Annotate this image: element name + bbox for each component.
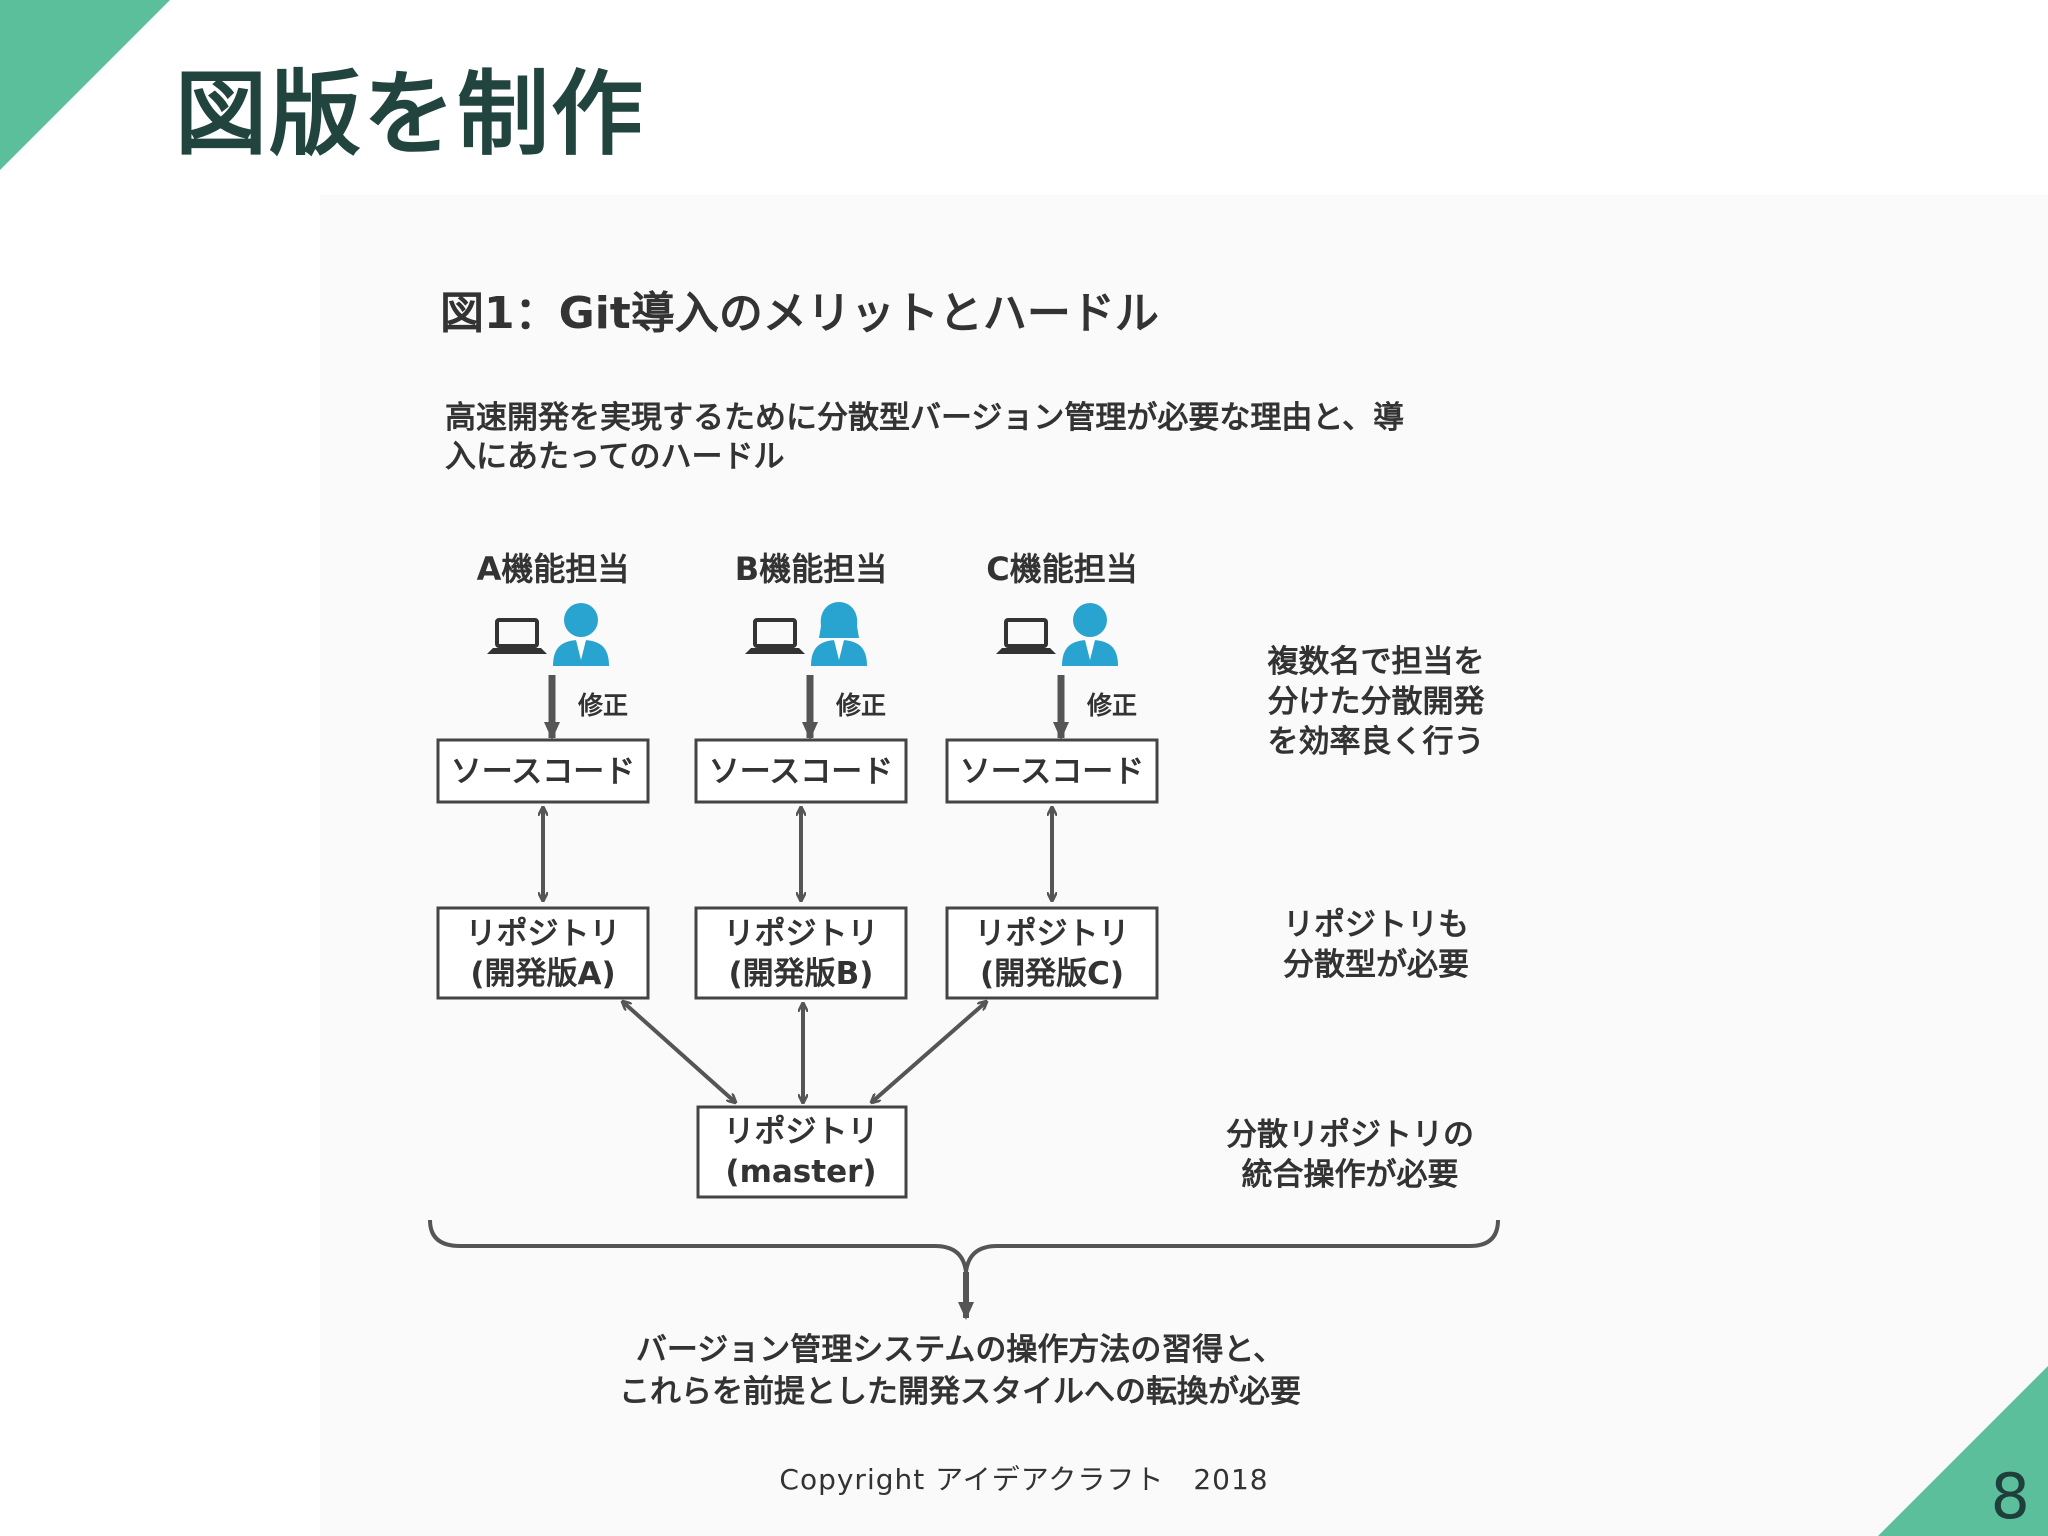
side-note-line: 統合操作が必要: [1242, 1157, 1459, 1193]
source-code-label: ソースコード: [451, 754, 635, 790]
repository-label: (開発版B): [729, 956, 874, 992]
laptop-icon: [745, 618, 805, 654]
repository-label: (開発版C): [980, 956, 1124, 992]
laptop-icon: [487, 618, 547, 654]
repository-label: リポジトリ: [466, 916, 621, 952]
male-user-icon: [1062, 603, 1118, 666]
female-user-icon: [811, 602, 867, 666]
side-note-line: を効率良く行う: [1268, 724, 1485, 760]
source-code-box: [436, 738, 650, 804]
page-title: 図版を制作: [175, 61, 646, 168]
merge-arrow: [872, 1002, 986, 1102]
master-label: (master): [725, 1154, 876, 1190]
figure-panel: [320, 195, 2048, 1536]
side-note-line: 分散型が必要: [1283, 947, 1469, 983]
figure-subtitle-line: 入にあたってのハードル: [445, 439, 784, 475]
curly-brace: [428, 1219, 1500, 1273]
laptop-base: [745, 648, 805, 654]
collar: [576, 640, 586, 660]
collar: [834, 640, 844, 660]
male-user-icon: [553, 603, 609, 666]
laptop-screen: [495, 618, 539, 648]
source-code-box: [694, 738, 908, 804]
side-note-line: 複数名で担当を: [1268, 644, 1485, 680]
source-code-box: [945, 738, 1159, 804]
page-number: 8: [1990, 1460, 2030, 1533]
conclusion-line: バージョン管理システムの操作方法の習得と、: [636, 1332, 1284, 1368]
repository-box: [694, 906, 908, 1000]
side-note-line: 分けた分散開発: [1268, 684, 1486, 720]
laptop-screen: [753, 618, 797, 648]
laptop-base: [996, 648, 1056, 654]
source-code-label: ソースコード: [960, 754, 1144, 790]
copyright-text: Copyright アイデアクラフト 2018: [779, 1463, 1269, 1496]
repository-label: リポジトリ: [724, 916, 879, 952]
laptop-icon: [996, 618, 1056, 654]
laptop-screen: [1004, 618, 1048, 648]
collar: [1085, 640, 1095, 660]
owner-label: C機能担当: [986, 550, 1138, 588]
edit-label: 修正: [835, 691, 886, 720]
merge-arrow: [623, 1002, 735, 1102]
repository-label: (開発版A): [470, 956, 615, 992]
owner-label: B機能担当: [735, 550, 887, 588]
master-repository-box: [696, 1105, 908, 1199]
master-label: リポジトリ: [724, 1114, 879, 1150]
edit-label: 修正: [577, 691, 628, 720]
figure-subtitle-line: 高速開発を実現するために分散型バージョン管理が必要な理由と、導: [445, 400, 1404, 436]
head: [564, 603, 598, 637]
owner-label: A機能担当: [477, 550, 630, 588]
head: [826, 607, 852, 633]
repository-box: [436, 906, 650, 1000]
figure-heading: 図1：Git導入のメリットとハードル: [440, 288, 1159, 339]
corner-decoration-bottom-right: [1878, 1366, 2048, 1536]
edit-label: 修正: [1086, 691, 1137, 720]
repository-label: リポジトリ: [975, 916, 1130, 952]
side-note-line: リポジトリも: [1283, 907, 1469, 943]
side-note-line: 分散リポジトリの: [1226, 1117, 1474, 1153]
corner-decoration-top-left: [0, 0, 170, 170]
conclusion-line: これらを前提とした開発スタイルへの転換が必要: [619, 1374, 1301, 1410]
source-code-label: ソースコード: [709, 754, 893, 790]
laptop-base: [487, 648, 547, 654]
head: [1073, 603, 1107, 637]
repository-box: [945, 906, 1159, 1000]
